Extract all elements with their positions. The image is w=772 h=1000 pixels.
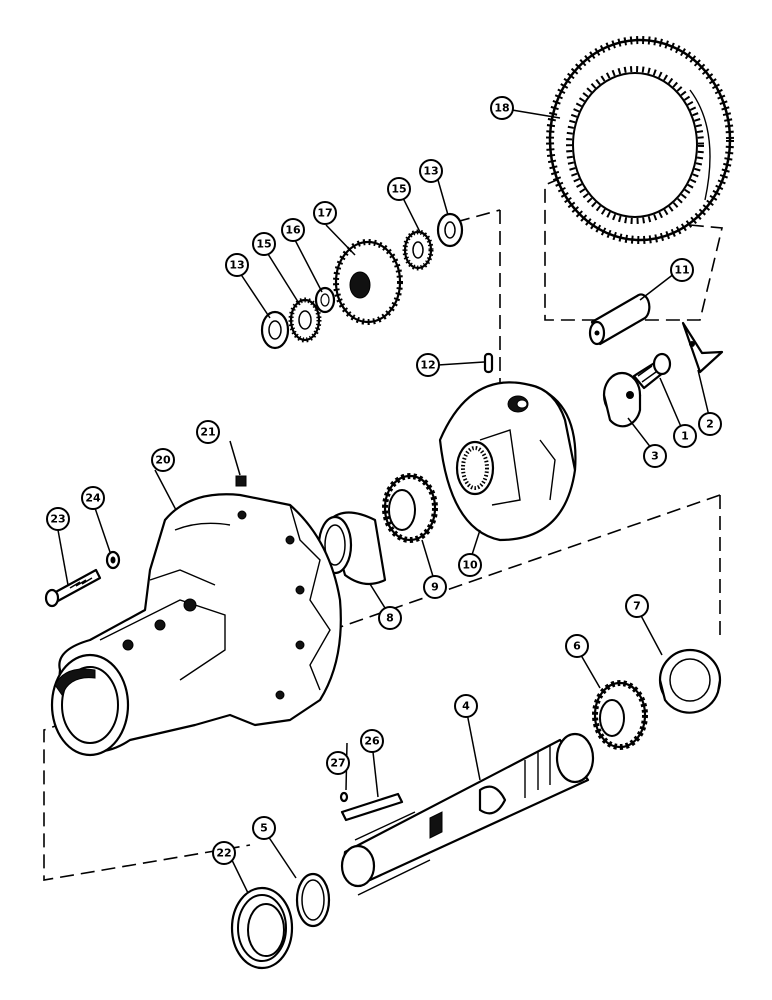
callout-24: 24 bbox=[81, 486, 105, 510]
callout-8: 8 bbox=[378, 606, 402, 630]
callout-26-label: 26 bbox=[364, 735, 380, 748]
callout-9: 9 bbox=[423, 575, 447, 599]
callout-15-right: 15 bbox=[387, 177, 411, 201]
callout-6: 6 bbox=[565, 634, 589, 658]
callout-23: 23 bbox=[46, 507, 70, 531]
washer-3 bbox=[602, 371, 642, 428]
callout-21: 21 bbox=[196, 420, 220, 444]
callout-5: 5 bbox=[252, 816, 276, 840]
axle-shaft-4 bbox=[340, 732, 595, 896]
callout-12: 12 bbox=[416, 353, 440, 377]
callout-12-label: 12 bbox=[420, 359, 435, 372]
callout-9-label: 9 bbox=[431, 581, 439, 594]
spacer-16 bbox=[314, 286, 336, 314]
snap-ring-5 bbox=[295, 872, 331, 928]
callout-10-label: 10 bbox=[462, 559, 478, 572]
callout-11: 11 bbox=[670, 258, 694, 282]
callout-22-label: 22 bbox=[216, 847, 231, 860]
callout-2: 2 bbox=[698, 412, 722, 436]
callout-11-label: 11 bbox=[674, 264, 689, 277]
washer-13-left bbox=[260, 310, 290, 350]
seal-22 bbox=[230, 886, 294, 970]
callout-7-label: 7 bbox=[633, 600, 641, 613]
callout-18-label: 18 bbox=[494, 102, 509, 115]
callout-1-label: 1 bbox=[681, 430, 689, 443]
callout-15-left-label: 15 bbox=[256, 238, 271, 251]
callout-15-right-label: 15 bbox=[391, 183, 406, 196]
washer-13-right bbox=[436, 212, 464, 248]
callout-16-label: 16 bbox=[285, 224, 301, 237]
callout-17: 17 bbox=[313, 201, 337, 225]
callout-7: 7 bbox=[625, 594, 649, 618]
washer-24 bbox=[105, 550, 121, 570]
callout-3-label: 3 bbox=[651, 450, 659, 463]
callout-17-label: 17 bbox=[317, 207, 332, 220]
callout-22: 22 bbox=[212, 841, 236, 865]
callout-4: 4 bbox=[454, 694, 478, 718]
callout-23-label: 23 bbox=[50, 513, 65, 526]
callout-5-label: 5 bbox=[260, 822, 268, 835]
roll-pin-12 bbox=[483, 352, 494, 374]
callout-21-label: 21 bbox=[200, 426, 215, 439]
ball-27 bbox=[339, 791, 349, 803]
bolt-1 bbox=[632, 352, 672, 390]
needle-bearing-15-right bbox=[402, 229, 434, 271]
bearing-cone-9 bbox=[382, 473, 438, 543]
axle-housing-20 bbox=[50, 493, 342, 757]
callout-2-label: 2 bbox=[706, 418, 714, 431]
callout-20: 20 bbox=[151, 448, 175, 472]
callout-6-label: 6 bbox=[573, 640, 581, 653]
lock-plate-2 bbox=[681, 321, 724, 374]
callout-16: 16 bbox=[281, 218, 305, 242]
callout-24-label: 24 bbox=[85, 492, 101, 505]
planet-gear-17 bbox=[333, 239, 403, 325]
callout-1: 1 bbox=[673, 424, 697, 448]
callout-15-left: 15 bbox=[252, 232, 276, 256]
callout-20-label: 20 bbox=[155, 454, 171, 467]
callout-27-label: 27 bbox=[330, 757, 345, 770]
callout-13-right: 13 bbox=[419, 159, 443, 183]
callout-18: 18 bbox=[490, 96, 514, 120]
bearing-cone-6 bbox=[592, 680, 648, 750]
planet-pin-11 bbox=[588, 293, 651, 346]
callout-3: 3 bbox=[643, 444, 667, 468]
bearing-cup-7 bbox=[658, 648, 722, 714]
callout-13-left-label: 13 bbox=[229, 259, 244, 272]
key-26 bbox=[340, 792, 404, 822]
callout-27: 27 bbox=[326, 751, 350, 775]
bolt-23 bbox=[44, 568, 102, 608]
callout-13-right-label: 13 bbox=[423, 165, 438, 178]
callout-13-left: 13 bbox=[225, 253, 249, 277]
planet-carrier-10 bbox=[438, 381, 577, 542]
needle-bearing-15-left bbox=[288, 297, 322, 343]
ring-gear bbox=[546, 36, 734, 244]
callout-10: 10 bbox=[458, 553, 482, 577]
callout-8-label: 8 bbox=[386, 612, 394, 625]
callout-26: 26 bbox=[360, 729, 384, 753]
set-screw-21 bbox=[235, 475, 247, 487]
callout-4-label: 4 bbox=[462, 700, 470, 713]
